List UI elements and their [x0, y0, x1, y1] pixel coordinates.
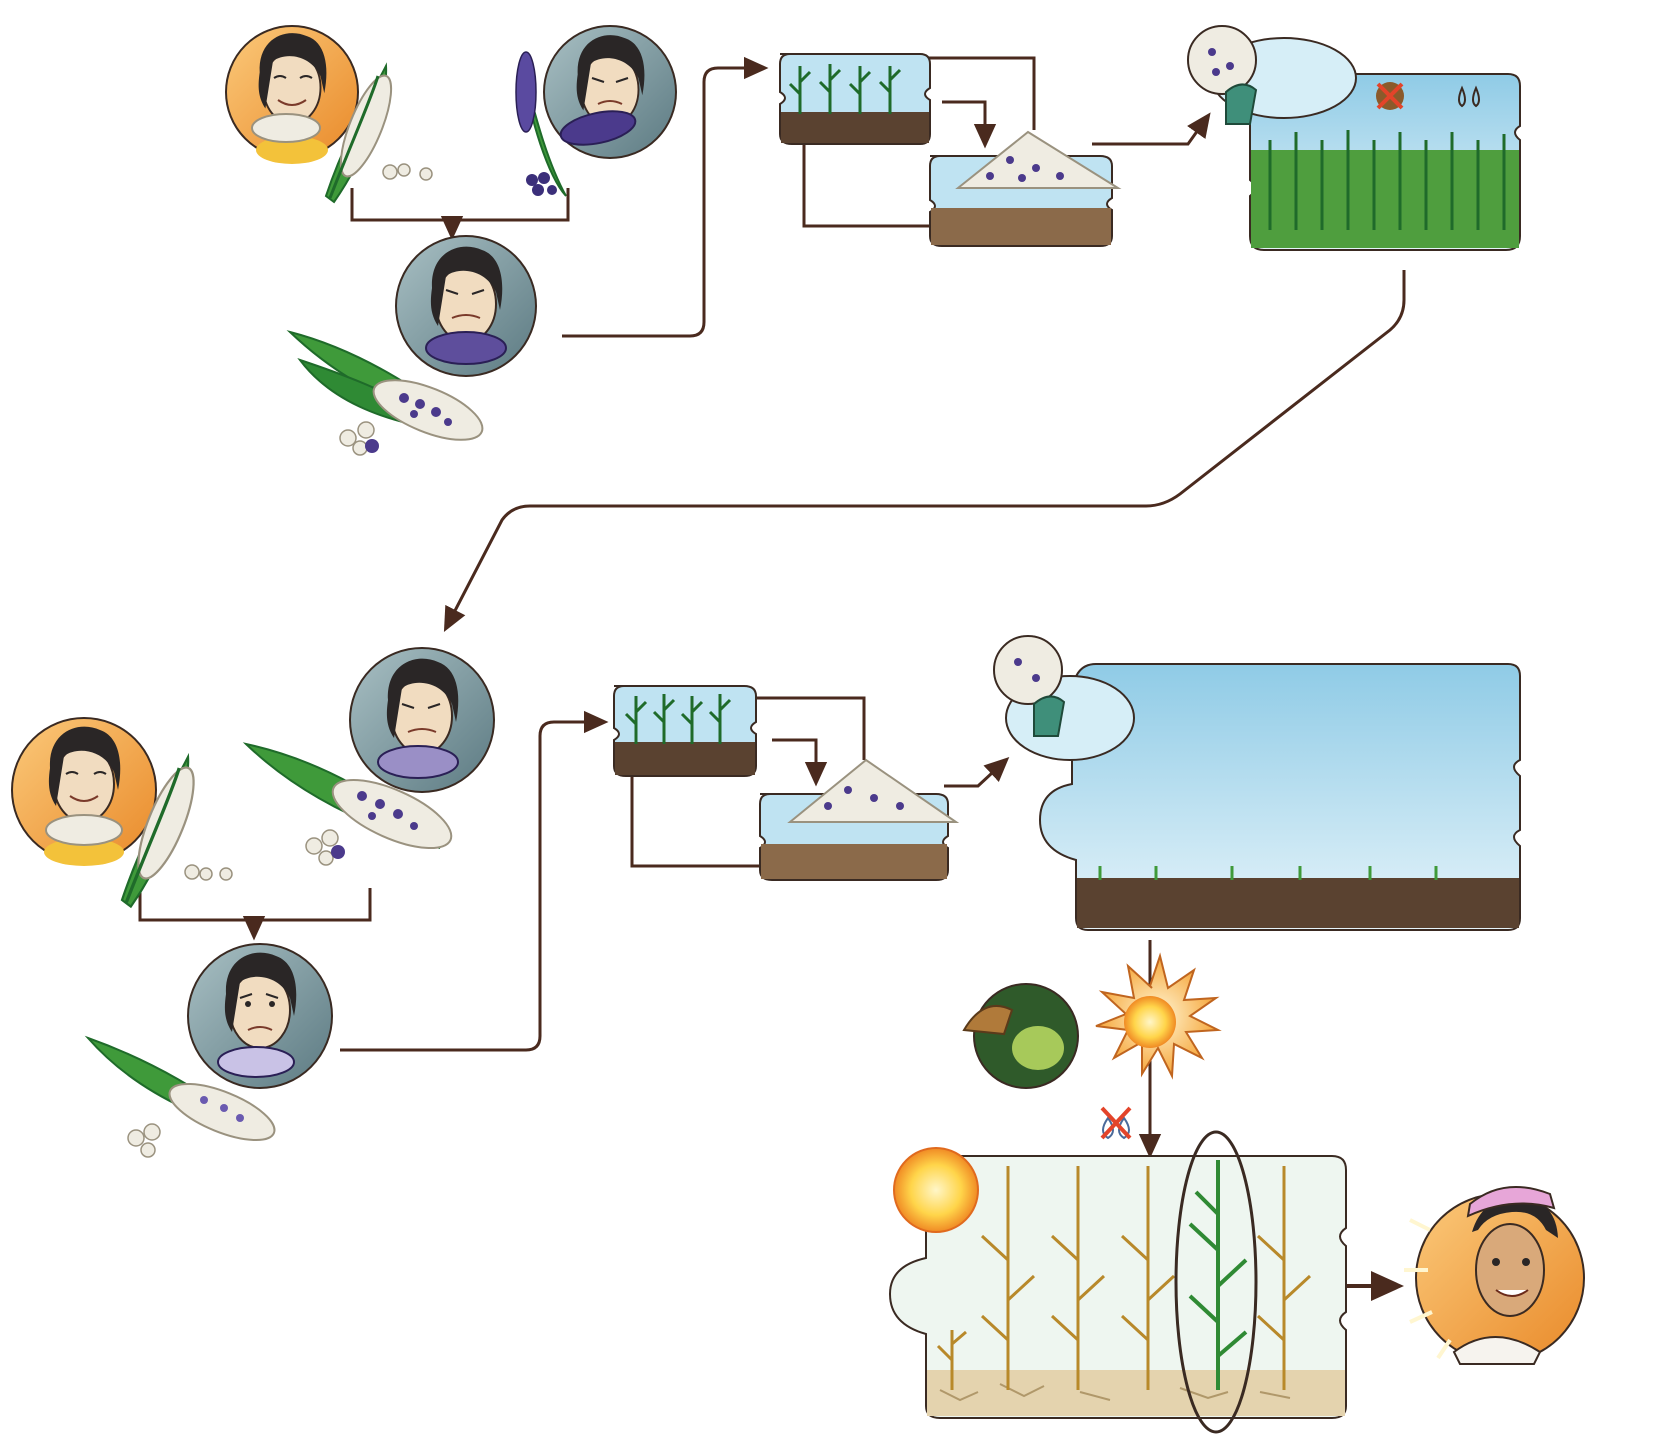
seed-bag-icon: [993, 635, 1063, 705]
portrait-purple-corn-grimace: [515, 25, 677, 197]
portrait-white-corn-happy: [225, 25, 433, 204]
seed-bag-icon: [1187, 25, 1257, 95]
sun-icon: [1095, 952, 1222, 1080]
pest-cross-icon: [1376, 82, 1404, 110]
water-drop-icon: [1458, 85, 1480, 108]
field-panel-2: [613, 685, 757, 777]
harvest-loop-bottom-1: [802, 130, 930, 228]
to-field-arrow-1: [562, 56, 769, 338]
seed-pile-panel-1: [929, 130, 1122, 247]
seed-pile-panel-2: [759, 758, 960, 881]
farmer-boy-smiling-icon: [1404, 1185, 1585, 1365]
to-sowing-arrow-2: [944, 756, 1010, 788]
cycle-return-arrow: [443, 270, 1406, 632]
portrait-mixed-corn-frown: [84, 943, 333, 1158]
to-field-arrow-2: [340, 710, 609, 1052]
resistant-plant: [1188, 1160, 1248, 1390]
harvest-down-arrow-1: [942, 100, 997, 149]
harvest-loop-bottom-2: [630, 770, 760, 868]
portrait-white-corn-happy-2: [11, 717, 233, 909]
selection-ellipse: [1174, 1130, 1258, 1434]
portrait-mixed-corn-grimace: [286, 235, 537, 456]
field-panel-1: [779, 53, 931, 145]
pest-insect-icon: [962, 983, 1079, 1089]
sowing-field-2: [993, 635, 1521, 931]
crossed-water-drop-icon: [1100, 1106, 1132, 1140]
sowing-field-1: [1187, 25, 1521, 251]
to-sowing-arrow-1: [1092, 112, 1211, 146]
bottom-merge-bracket: [138, 888, 372, 922]
portrait-mixed-corn-grimace-2: [242, 647, 495, 866]
harvest-down-arrow-2: [772, 738, 828, 787]
drought-field-panel: [888, 1130, 1347, 1434]
